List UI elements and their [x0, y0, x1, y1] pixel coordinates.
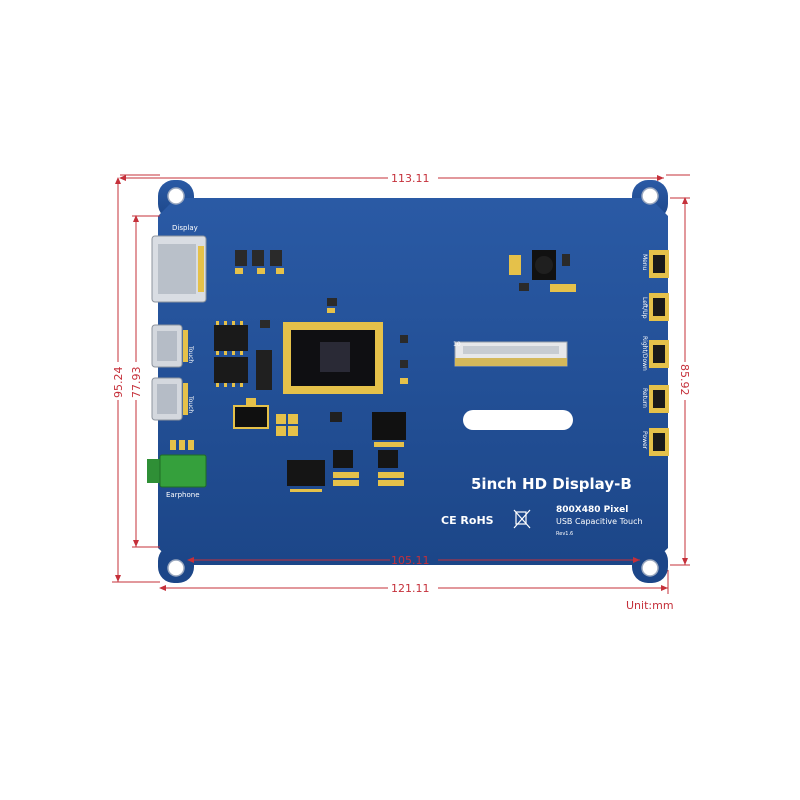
earphone-jack: [147, 454, 207, 488]
bottom-ic-group: [287, 450, 404, 492]
board-resolution: 800X480 Pixel: [556, 505, 628, 515]
button-label-left-up: Left/Up: [641, 297, 648, 319]
pcb-board: [158, 180, 668, 583]
soic-chip-group: [214, 321, 272, 390]
dimension-bottom-inner-width: 105.11: [391, 554, 430, 567]
usb-touch-port-lower: [151, 377, 188, 421]
ribbon-slot: [463, 410, 573, 430]
voltage-regulator: [233, 398, 269, 429]
mounting-hole: [167, 187, 185, 205]
hdmi-port: [151, 235, 207, 303]
connector-pin-label: 10: [453, 341, 461, 348]
mounting-hole: [641, 559, 659, 577]
usb-touch-port-upper: [151, 324, 188, 368]
button-label-return: Return: [641, 388, 648, 408]
board-title: 5inch HD Display-B: [471, 475, 632, 493]
earphone-label: Earphone: [166, 491, 200, 499]
button-label-power: Power: [641, 431, 648, 450]
mounting-hole: [167, 559, 185, 577]
dimension-top-width: 113.11: [391, 172, 430, 185]
button-label-right-down: Right/Down: [641, 336, 648, 371]
button-left-up[interactable]: [649, 293, 669, 321]
board-revision: Rev1.6: [556, 531, 573, 537]
side-buttons: [649, 250, 669, 456]
gold-pad-cluster: [276, 414, 298, 436]
button-menu[interactable]: [649, 250, 669, 278]
smd-components-middle: [260, 298, 408, 384]
display-port-label: Display: [172, 224, 198, 232]
dimension-right-height: 85.92: [678, 364, 691, 396]
fpc-connector: [454, 341, 568, 367]
main-controller-chip: [283, 322, 383, 394]
button-label-menu: Menu: [641, 254, 648, 271]
unit-label: Unit:mm: [626, 599, 674, 612]
dimension-left-inner-height: 77.93: [130, 367, 143, 399]
smd-components-lower: [330, 412, 406, 447]
small-pads-row: [170, 440, 194, 450]
smd-components-top: [235, 250, 284, 274]
touch-port-label-lower: Touch: [187, 395, 194, 413]
button-power[interactable]: [649, 428, 669, 456]
weee-bin-icon: [513, 509, 531, 529]
board-touch-type: USB Capacitive Touch: [556, 517, 643, 526]
mounting-hole: [641, 187, 659, 205]
button-right-down[interactable]: [649, 340, 669, 368]
power-inductor-group: [509, 250, 576, 292]
dimension-left-overall-height: 95.24: [112, 367, 125, 399]
dimension-lines: [112, 174, 690, 594]
certification-marks: CE RoHS: [441, 514, 494, 527]
dimension-bottom-overall-width: 121.11: [391, 582, 430, 595]
touch-port-label-upper: Touch: [187, 345, 194, 363]
button-return[interactable]: [649, 385, 669, 413]
